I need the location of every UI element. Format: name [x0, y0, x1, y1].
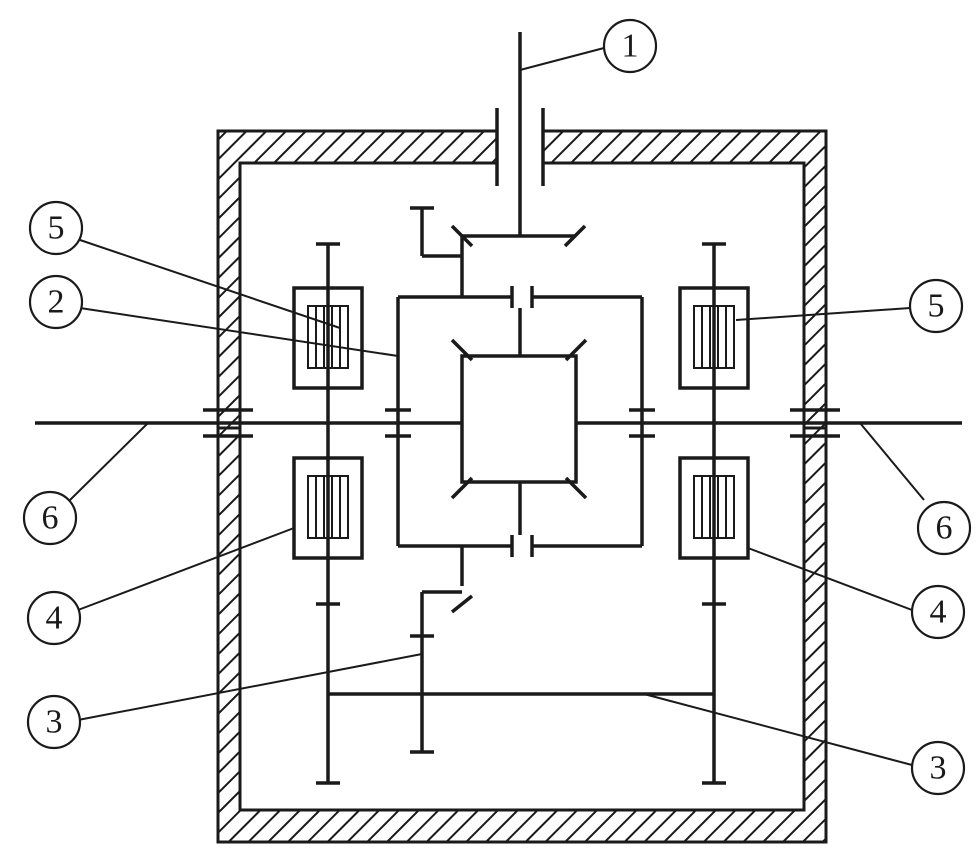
central-differential: [450, 308, 588, 535]
callout-3-left-label: 3: [46, 704, 63, 741]
callout-5-left: 5: [28, 200, 84, 256]
callout-2: 2: [28, 274, 84, 330]
differential-carrier: [385, 236, 655, 586]
callout-2-label: 2: [48, 284, 65, 321]
callout-6-right-label: 6: [936, 510, 953, 547]
callout-6-left-label: 6: [42, 500, 59, 537]
callout-6-left: 6: [22, 490, 78, 546]
callout-6-right: 6: [916, 500, 972, 556]
input-shaft: [495, 32, 545, 236]
callout-5-left-label: 5: [48, 210, 65, 247]
housing-bottom-wall: [216, 426, 828, 844]
callout-5-right: 5: [908, 278, 964, 334]
callout-3-right: 3: [910, 740, 966, 796]
leader-lines: [69, 47, 925, 766]
callout-1-label: 1: [622, 28, 639, 65]
callout-1: 1: [602, 18, 658, 74]
output-shafts: [35, 408, 962, 438]
callout-4-left: 4: [26, 590, 82, 646]
callout-5-right-label: 5: [928, 288, 945, 325]
housing-top-right-wall: [541, 129, 828, 430]
callout-4-left-label: 4: [46, 600, 63, 637]
callout-4-right-label: 4: [930, 594, 947, 631]
callout-4-right: 4: [910, 584, 966, 640]
callout-3-left: 3: [26, 694, 82, 750]
callout-3-right-label: 3: [930, 750, 947, 787]
housing-top-left-wall: [216, 129, 499, 430]
gear-stubs: [410, 206, 474, 754]
right-clutch-assembly: [678, 242, 750, 785]
